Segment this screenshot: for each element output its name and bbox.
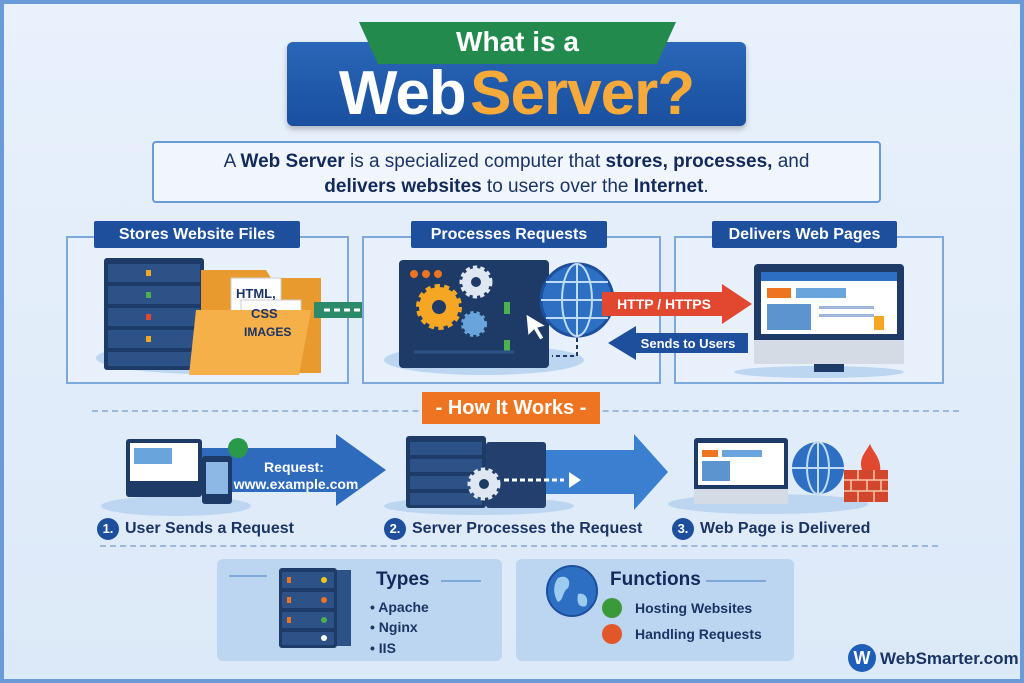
server-gears-icon [384, 260, 615, 375]
infographic: What is a Web Server? A Web Server is a … [4, 4, 1020, 679]
title-web: Web [338, 59, 467, 128]
webpage-delivered-illustration [668, 438, 888, 514]
step-number: 3. [672, 518, 694, 540]
def-text: to users over the [481, 176, 634, 197]
http-https-label: HTTP / HTTPS [617, 296, 711, 312]
decor-line [706, 580, 766, 582]
server-folder-icon: HTML, CSS IMAGES [96, 258, 321, 375]
types-heading: Types [376, 569, 430, 590]
server-process-illustration [384, 434, 668, 515]
step-label: Server Processes the Request [412, 520, 643, 537]
title-server: Server? [470, 59, 695, 128]
step-2: 2. Server Processes the Request [384, 518, 642, 540]
function-item: Hosting Websites [635, 600, 753, 616]
request-label: Request: [264, 459, 324, 475]
step-1: 1. User Sends a Request [97, 518, 294, 540]
step-label: User Sends a Request [125, 520, 294, 537]
type-item: • Nginx [370, 619, 418, 635]
file-label-html: HTML, [236, 286, 276, 301]
hosting-icon [602, 598, 622, 618]
panel-processes-label: Processes Requests [411, 221, 607, 248]
def-bold: Internet [633, 176, 704, 197]
decor-line [441, 580, 481, 582]
divider-line [100, 545, 938, 547]
panel-stores-label: Stores Website Files [94, 221, 300, 248]
def-text: A [223, 151, 241, 172]
def-text: . [703, 176, 709, 197]
def-bold: Web Server [240, 151, 345, 172]
functions-heading: Functions [610, 569, 701, 590]
def-text: is a specialized computer that [344, 151, 606, 172]
def-bold: delivers websites [324, 176, 482, 197]
step-number: 1. [97, 518, 119, 540]
websmarter-logo-text: WebSmarter.com [880, 649, 1019, 668]
panel-delivers-label: Delivers Web Pages [712, 221, 897, 248]
server-stack-icon [229, 568, 351, 648]
def-bold: stores, processes, [605, 151, 773, 172]
user-request-illustration: Request: www.example.com [101, 434, 386, 516]
step-number: 2. [384, 518, 406, 540]
title-ribbon: What is a [359, 22, 676, 64]
how-it-works-label: - How It Works - [422, 392, 600, 424]
globe-icon [546, 565, 598, 617]
type-item: • Apache [370, 599, 429, 615]
file-label-css: CSS [251, 306, 278, 321]
type-item: • IIS [370, 640, 396, 656]
monitor-webpage-icon [734, 264, 904, 378]
title-line1: What is a [456, 26, 579, 57]
step-label: Web Page is Delivered [700, 520, 871, 537]
def-text: and [772, 151, 810, 172]
handling-requests-icon [602, 624, 622, 644]
http-arrow: HTTP / HTTPS [602, 284, 752, 324]
step-3: 3. Web Page is Delivered [672, 518, 870, 540]
request-url: www.example.com [233, 476, 359, 492]
sends-to-users-label: Sends to Users [641, 336, 736, 351]
function-item: Handling Requests [635, 626, 762, 642]
definition-box: A Web Server is a specialized computer t… [152, 141, 881, 203]
sends-to-users-arrow: Sends to Users [608, 326, 748, 360]
websmarter-logo-icon: W [848, 644, 876, 672]
file-label-images: IMAGES [244, 325, 291, 339]
